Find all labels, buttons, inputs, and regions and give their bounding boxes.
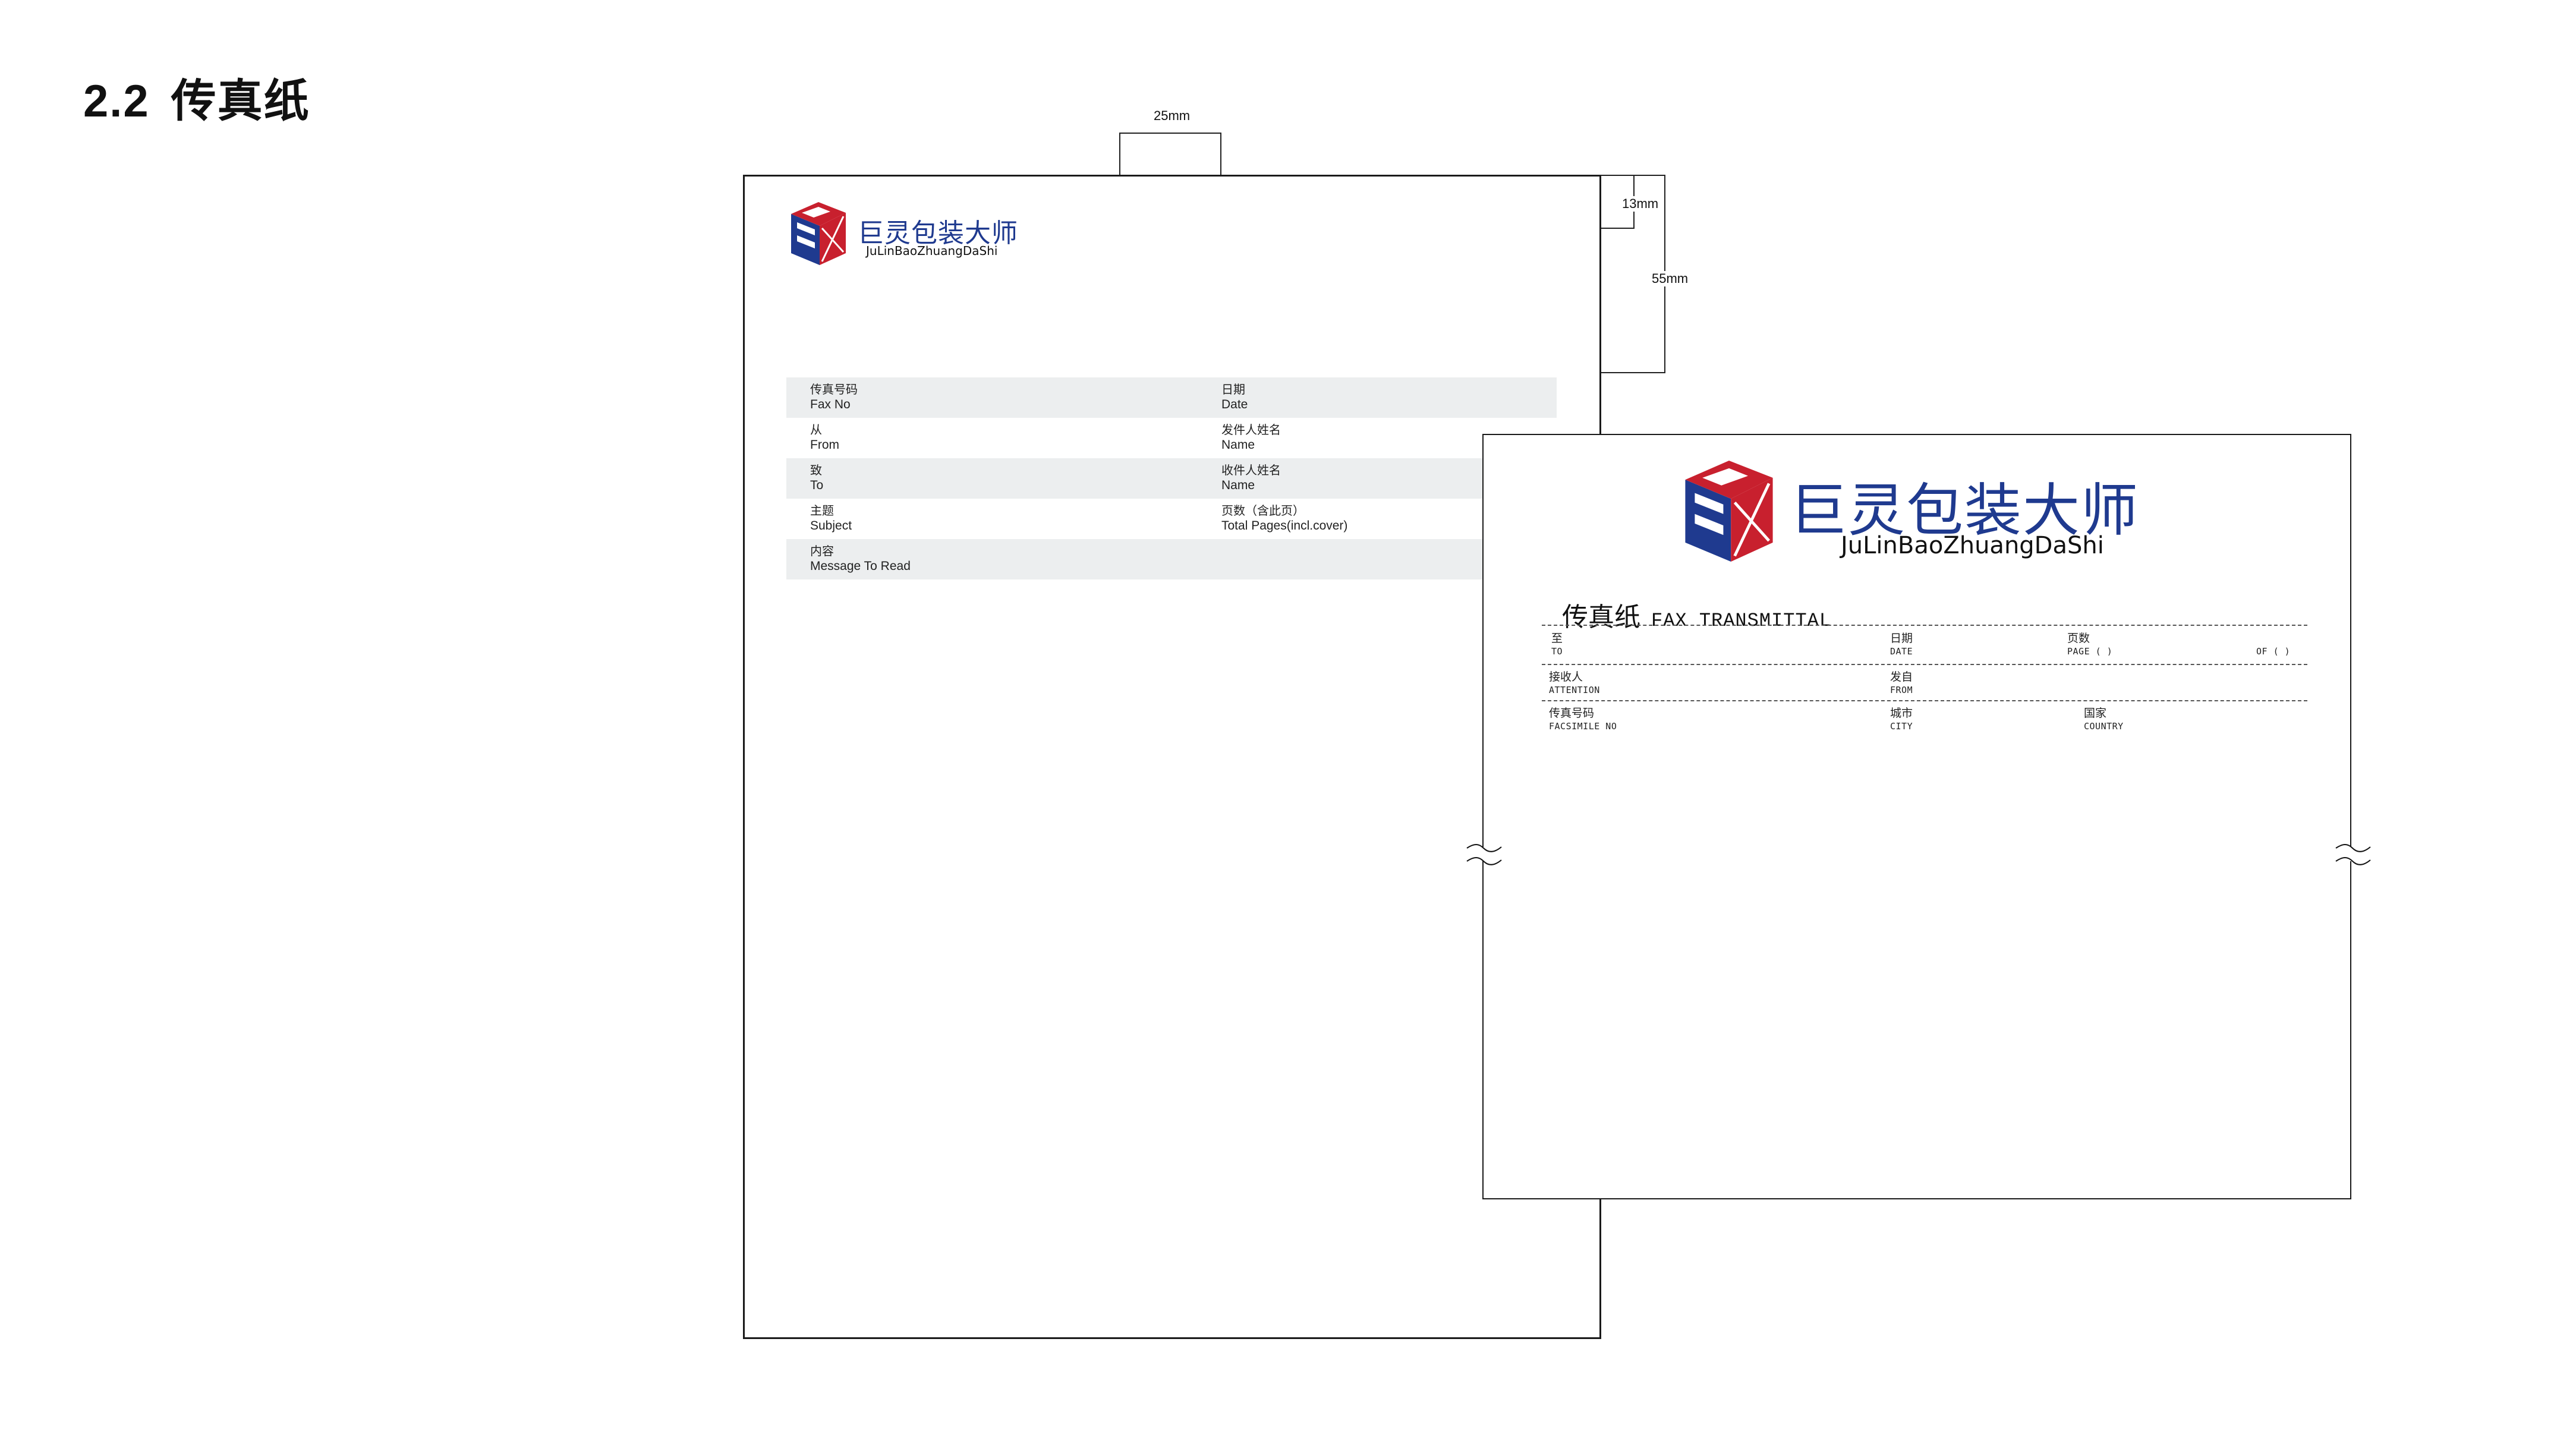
- fax-title-cn: 传真纸: [1562, 602, 1640, 632]
- fax-title: 传真纸 FAX TRANSMITTAL: [1562, 596, 1831, 634]
- cube-logo-icon: [791, 202, 846, 265]
- brand-name-pinyin: JuLinBaoZhuangDaShi: [1841, 532, 2104, 559]
- dim-55mm-bottom: [1601, 372, 1665, 373]
- dim-55mm-top: [1601, 175, 1665, 176]
- brand-name-cn: 巨灵包装大师: [858, 218, 1018, 248]
- dim-13mm-label: 13mm: [1620, 196, 1661, 212]
- field-total-pages: 页数（含此页）Total Pages(incl.cover): [1221, 503, 1348, 533]
- brand-logo: 巨灵包装大师 JuLinBaoZhuangDaShi: [789, 202, 1026, 267]
- section-title: 传真纸: [171, 76, 310, 127]
- field-of: OF ( ): [2256, 646, 2291, 657]
- dim-55mm-label: 55mm: [1650, 271, 1690, 286]
- dim-25mm-top: [1119, 133, 1221, 134]
- break-mark-left-icon: [1466, 844, 1502, 865]
- dashed-divider: [1542, 700, 2307, 701]
- brand-name-pinyin: JuLinBaoZhuangDaShi: [866, 244, 998, 258]
- fax-template-b: 巨灵包装大师 JuLinBaoZhuangDaShi 传真纸 FAX TRANSM…: [1482, 434, 2351, 1199]
- dim-25mm-label: 25mm: [1152, 108, 1192, 124]
- section-number: 2.2: [83, 76, 150, 127]
- section-heading: 2.2 传真纸: [83, 64, 310, 130]
- brand-name-cn: 巨灵包装大师: [1790, 477, 2139, 544]
- cube-logo-icon: [1685, 461, 1773, 562]
- break-mark-right-icon: [2335, 844, 2371, 865]
- fax-title-en: FAX TRANSMITTAL: [1651, 610, 1832, 632]
- dashed-divider: [1542, 625, 2307, 626]
- brand-logo-large: 巨灵包装大师 JuLinBaoZhuangDaShi: [1681, 461, 2157, 562]
- dashed-divider: [1542, 664, 2307, 665]
